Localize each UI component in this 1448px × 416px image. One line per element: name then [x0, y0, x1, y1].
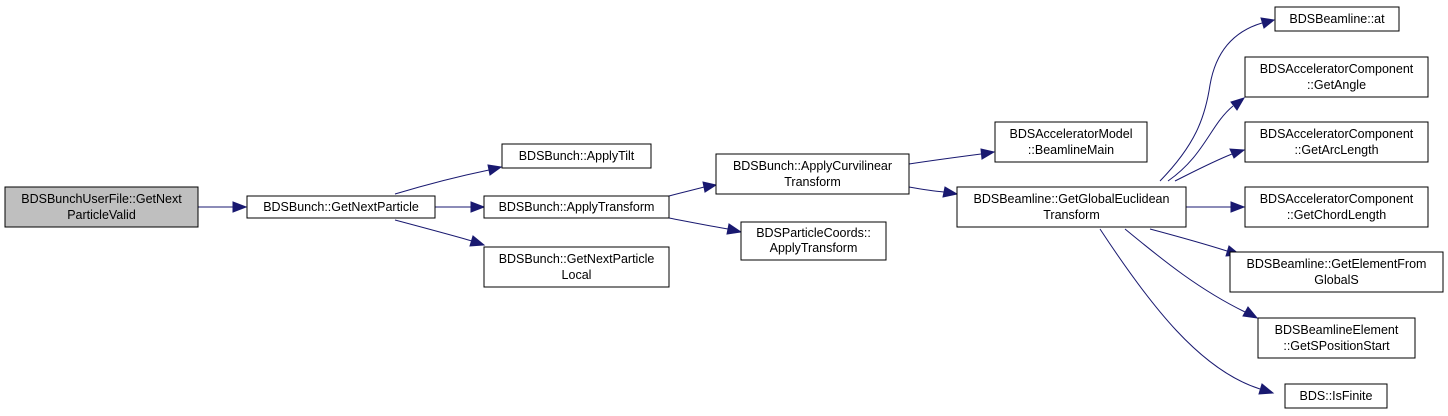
node-root-line-1: BDSBunchUserFile::GetNext	[21, 192, 182, 206]
node-get-next-particle-local[interactable]: BDSBunch::GetNextParticle Local	[483, 246, 670, 288]
node-beamline-at[interactable]: BDSBeamline::at	[1274, 6, 1400, 32]
node-is-finite[interactable]: BDS::IsFinite	[1284, 383, 1388, 409]
node-particle-coords-apply-line-2: ApplyTransform	[770, 241, 858, 255]
node-get-s-position-start-line-1: BDSBeamlineElement	[1275, 323, 1399, 337]
node-get-element-from-global-s-line-1: BDSBeamline::GetElementFrom	[1247, 257, 1427, 271]
node-apply-tilt[interactable]: BDSBunch::ApplyTilt	[501, 143, 652, 169]
node-apply-curvilinear-line-2: Transform	[784, 175, 841, 189]
node-get-global-euclidean-line-1: BDSBeamline::GetGlobalEuclidean	[974, 192, 1170, 206]
edge-getglobaleuclidean-to-getspositionstart	[1124, 228, 1259, 319]
node-get-element-from-global-s[interactable]: BDSBeamline::GetElementFrom GlobalS	[1229, 251, 1444, 293]
node-apply-transform-line-1: BDSBunch::ApplyTransform	[499, 200, 655, 214]
edge-getglobaleuclidean-to-isfinite	[1099, 228, 1275, 395]
edge-applycurvilinear-to-getglobaleuclidean	[908, 186, 959, 198]
node-beamline-main-line-1: BDSAcceleratorModel	[1010, 127, 1133, 141]
node-root-line-2: ParticleValid	[67, 208, 136, 222]
node-get-next-particle-line-1: BDSBunch::GetNextParticle	[263, 200, 419, 214]
node-apply-curvilinear-line-1: BDSBunch::ApplyCurvilinear	[733, 159, 892, 173]
node-get-element-from-global-s-line-2: GlobalS	[1314, 273, 1358, 287]
node-get-next-particle-local-line-1: BDSBunch::GetNextParticle	[499, 252, 655, 266]
node-apply-curvilinear[interactable]: BDSBunch::ApplyCurvilinear Transform	[715, 153, 910, 195]
edge-root-to-getnextparticle	[198, 201, 248, 213]
node-get-global-euclidean-line-2: Transform	[1043, 208, 1100, 222]
node-get-arc-length-line-1: BDSAcceleratorComponent	[1260, 127, 1414, 141]
node-apply-tilt-line-1: BDSBunch::ApplyTilt	[519, 149, 635, 163]
edge-getnextparticle-to-getnextparticlelocal	[394, 219, 486, 247]
edge-getglobaleuclidean-to-getchordlength	[1186, 201, 1246, 213]
edge-getglobaleuclidean-to-beamlineat	[1159, 17, 1276, 182]
edge-getnextparticle-to-applytilt	[394, 164, 503, 195]
node-get-arc-length[interactable]: BDSAcceleratorComponent ::GetArcLength	[1244, 121, 1429, 163]
nodes: BDSBunchUserFile::GetNext ParticleValid …	[4, 6, 1444, 409]
node-beamline-main-line-2: ::BeamlineMain	[1028, 143, 1114, 157]
node-get-arc-length-line-2: ::GetArcLength	[1294, 143, 1378, 157]
node-get-global-euclidean[interactable]: BDSBeamline::GetGlobalEuclidean Transfor…	[956, 186, 1187, 228]
edge-getglobaleuclidean-to-getelementfromglobals	[1149, 228, 1242, 257]
edge-applycurvilinear-to-beamlinemain	[908, 148, 996, 165]
node-get-chord-length[interactable]: BDSAcceleratorComponent ::GetChordLength	[1244, 186, 1429, 228]
edge-getnextparticle-to-applytransform	[435, 201, 486, 213]
node-get-angle[interactable]: BDSAcceleratorComponent ::GetAngle	[1244, 56, 1429, 98]
node-beamline-at-line-1: BDSBeamline::at	[1289, 12, 1385, 26]
node-get-next-particle[interactable]: BDSBunch::GetNextParticle	[246, 195, 436, 219]
edge-getglobaleuclidean-to-getarclength	[1174, 148, 1246, 182]
edge-applytransform-to-particlecoordsapply	[668, 217, 743, 235]
node-get-chord-length-line-2: ::GetChordLength	[1287, 208, 1386, 222]
edge-applytransform-to-applycurvilinear	[668, 181, 718, 197]
node-get-angle-line-2: ::GetAngle	[1307, 78, 1366, 92]
edge-getglobaleuclidean-to-getangle	[1167, 97, 1246, 182]
node-is-finite-line-1: BDS::IsFinite	[1300, 389, 1373, 403]
node-beamline-main[interactable]: BDSAcceleratorModel ::BeamlineMain	[994, 121, 1148, 163]
node-particle-coords-apply-line-1: BDSParticleCoords::	[756, 226, 871, 240]
node-apply-transform[interactable]: BDSBunch::ApplyTransform	[483, 195, 670, 219]
node-get-s-position-start-line-2: ::GetSPositionStart	[1283, 339, 1390, 353]
node-get-next-particle-local-line-2: Local	[562, 268, 592, 282]
node-get-chord-length-line-1: BDSAcceleratorComponent	[1260, 192, 1414, 206]
edges	[198, 17, 1276, 395]
node-get-s-position-start[interactable]: BDSBeamlineElement ::GetSPositionStart	[1257, 317, 1416, 359]
node-root[interactable]: BDSBunchUserFile::GetNext ParticleValid	[4, 186, 199, 228]
node-particle-coords-apply[interactable]: BDSParticleCoords:: ApplyTransform	[740, 221, 887, 261]
node-get-angle-line-1: BDSAcceleratorComponent	[1260, 62, 1414, 76]
